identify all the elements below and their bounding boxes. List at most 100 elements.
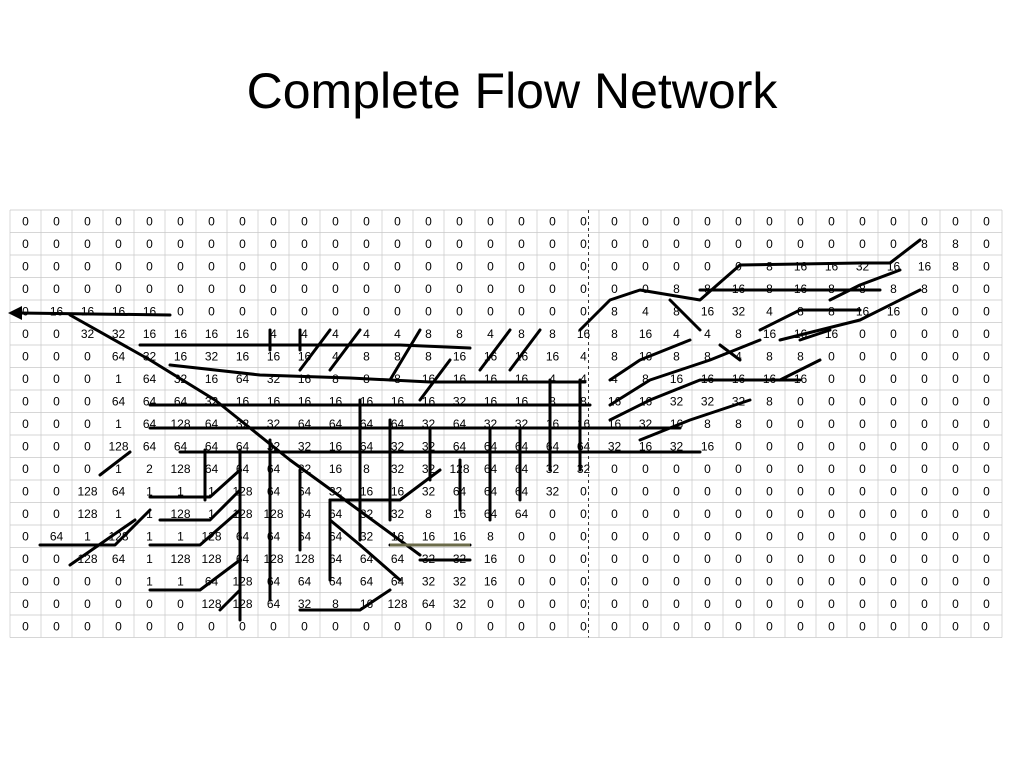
grid-cell: 0 [859, 214, 866, 228]
grid-cell: 64 [298, 529, 312, 543]
grid-cell: 0 [53, 327, 60, 341]
grid-cell: 0 [580, 574, 587, 588]
grid-cell: 64 [484, 462, 498, 476]
grid-cell: 128 [232, 507, 252, 521]
grid-cell: 0 [983, 214, 990, 228]
grid-cell: 32 [267, 417, 281, 431]
grid-cell: 0 [394, 214, 401, 228]
flow-branch [798, 328, 832, 342]
grid-cell: 0 [270, 304, 277, 318]
grid-cell: 32 [732, 304, 746, 318]
grid-cell: 0 [797, 237, 804, 251]
grid-cell: 0 [983, 552, 990, 566]
grid-cell: 32 [205, 349, 219, 363]
grid-cell: 0 [22, 237, 29, 251]
grid-cell: 16 [701, 304, 715, 318]
grid-cell: 32 [267, 372, 281, 386]
grid-cell: 32 [422, 462, 436, 476]
grid-cell: 128 [232, 484, 252, 498]
grid-cell: 0 [146, 597, 153, 611]
flow-path-trunk [68, 313, 422, 557]
grid-cell: 64 [236, 552, 250, 566]
grid-cell: 0 [766, 552, 773, 566]
grid-cell: 0 [53, 417, 60, 431]
grid-cell: 0 [983, 349, 990, 363]
grid-cell: 64 [205, 462, 219, 476]
grid-cell: 64 [360, 439, 374, 453]
grid-cell: 0 [239, 619, 246, 633]
grid-cell: 0 [177, 597, 184, 611]
grid-cell: 128 [170, 507, 190, 521]
grid-cell: 8 [766, 259, 773, 273]
grid-cell: 0 [146, 214, 153, 228]
grid-cell: 16 [329, 439, 343, 453]
grid-cell: 128 [263, 552, 283, 566]
grid-cell: 64 [515, 462, 529, 476]
grid-cell: 0 [22, 327, 29, 341]
grid-cell: 0 [84, 439, 91, 453]
grid-cell: 16 [484, 394, 498, 408]
grid-cell: 0 [53, 439, 60, 453]
slide-title: Complete Flow Network [246, 63, 778, 119]
grid-cell: 0 [952, 619, 959, 633]
grid-cell: 0 [611, 259, 618, 273]
grid-cell: 1 [208, 484, 215, 498]
grid-cell: 16 [81, 304, 95, 318]
grid-cell: 0 [766, 417, 773, 431]
grid-cell: 8 [611, 304, 618, 318]
grid-cell: 0 [983, 259, 990, 273]
grid-cell: 0 [952, 439, 959, 453]
grid-cell: 0 [394, 619, 401, 633]
grid-cell: 16 [112, 304, 126, 318]
grid-cell: 0 [425, 214, 432, 228]
grid-cell: 0 [797, 462, 804, 476]
grid-cell: 0 [580, 237, 587, 251]
grid-cell: 32 [422, 484, 436, 498]
grid-cell: 0 [859, 529, 866, 543]
flow-path-right [578, 261, 892, 332]
grid-cell: 0 [642, 574, 649, 588]
grid-cell: 16 [484, 349, 498, 363]
grid-cell: 1 [146, 529, 153, 543]
grid-cell: 64 [453, 484, 467, 498]
grid-cell: 0 [952, 484, 959, 498]
grid-cell: 0 [890, 484, 897, 498]
grid-cell: 0 [859, 507, 866, 521]
grid-cell: 16 [453, 349, 467, 363]
grid-cell: 0 [518, 552, 525, 566]
grid-cell: 64 [329, 507, 343, 521]
grid-cell: 16 [236, 327, 250, 341]
grid-cell: 4 [580, 349, 587, 363]
grid-cell: 32 [732, 394, 746, 408]
grid-cell: 64 [360, 574, 374, 588]
grid-cell: 16 [174, 349, 188, 363]
flow-branch [98, 450, 132, 477]
grid-cell: 0 [952, 597, 959, 611]
grid-cell: 0 [828, 484, 835, 498]
grid-cell: 0 [890, 372, 897, 386]
grid-cell: 0 [53, 259, 60, 273]
flow-branch [388, 328, 422, 382]
grid-cell: 1 [208, 507, 215, 521]
grid-cell: 32 [422, 439, 436, 453]
grid-cell: 0 [983, 327, 990, 341]
grid-cell: 128 [77, 484, 97, 498]
grid-cell: 64 [577, 439, 591, 453]
grid-cell: 16 [639, 394, 653, 408]
grid-cell: 64 [484, 507, 498, 521]
grid-cell: 4 [735, 349, 742, 363]
grid-cell: 0 [332, 619, 339, 633]
grid-cell: 0 [518, 282, 525, 296]
grid-cell: 32 [577, 462, 591, 476]
grid-cell: 0 [84, 619, 91, 633]
grid-cell: 0 [642, 597, 649, 611]
grid-cell: 0 [890, 349, 897, 363]
grid-cell: 64 [236, 462, 250, 476]
grid-cell: 32 [856, 259, 870, 273]
grid-cell: 0 [673, 619, 680, 633]
grid-cell: 0 [921, 349, 928, 363]
grid-cell: 0 [921, 439, 928, 453]
grid-cell: 0 [673, 574, 680, 588]
grid-cell: 0 [921, 484, 928, 498]
grid-cell: 0 [84, 237, 91, 251]
